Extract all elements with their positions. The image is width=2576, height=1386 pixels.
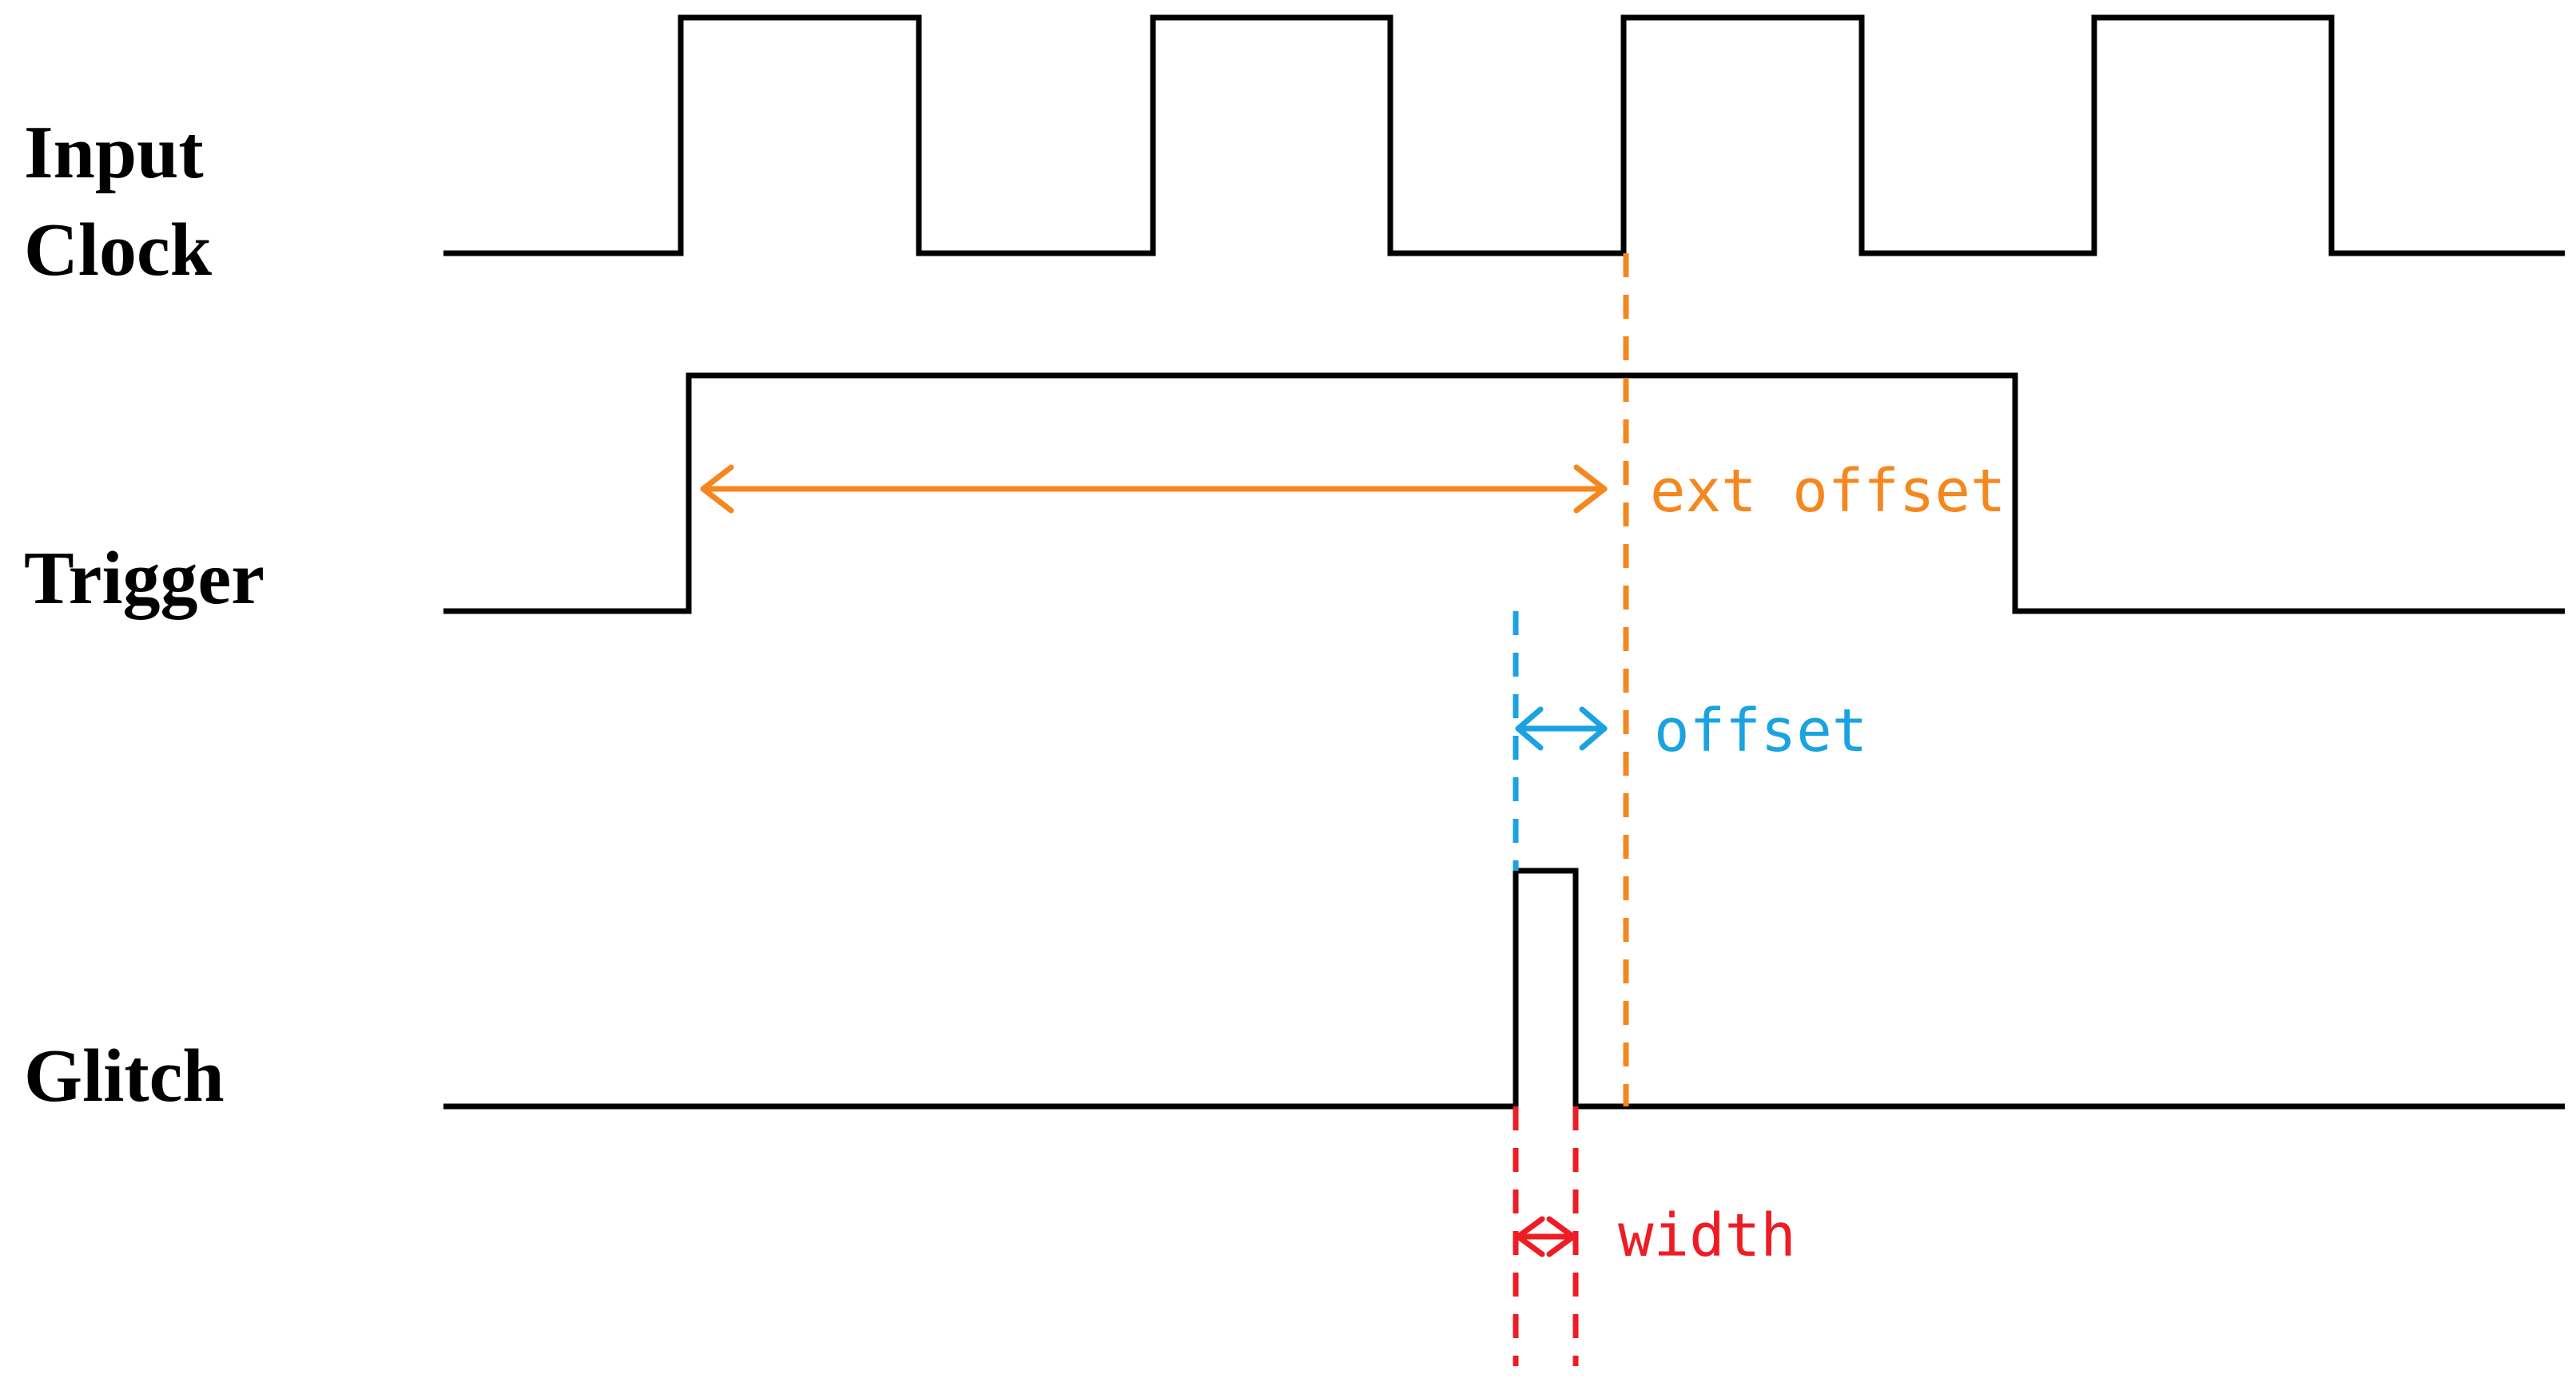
width-arrow <box>1515 1216 1576 1257</box>
ext-offset-arrow <box>700 464 1608 514</box>
trigger-waveform <box>443 372 2565 614</box>
glitch-waveform <box>443 868 2565 1110</box>
ext-offset-label: ext offset <box>1650 457 2006 526</box>
input-clock-label-line2: Clock <box>24 208 213 292</box>
offset-label: offset <box>1654 697 1867 765</box>
glitch-label: Glitch <box>24 1035 225 1118</box>
input-clock-waveform <box>443 14 2565 256</box>
input-clock-label-line1: Input <box>24 111 204 194</box>
width-label: width <box>1618 1201 1796 1270</box>
offset-arrow <box>1515 706 1608 751</box>
trigger-label: Trigger <box>24 537 264 620</box>
